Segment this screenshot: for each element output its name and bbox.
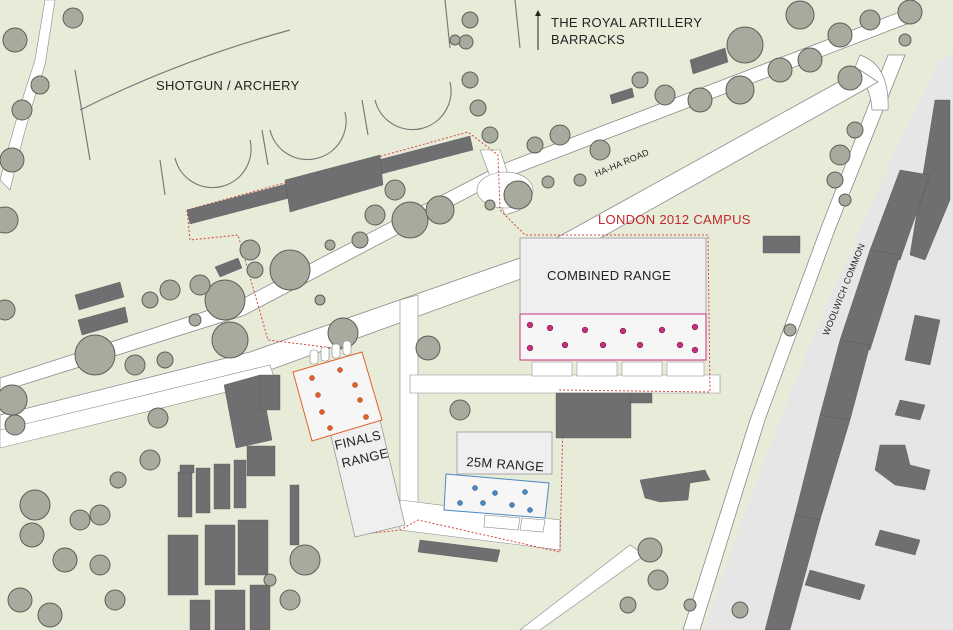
campus-boundary <box>186 131 711 553</box>
buildings <box>74 47 951 630</box>
up-arrow-icon <box>535 10 541 50</box>
combined-range-targets <box>526 321 699 354</box>
shotgun-archery-label: SHOTGUN / ARCHERY <box>156 78 300 93</box>
woolwich-common-road <box>682 54 906 630</box>
barracks-label-line1: THE ROYAL ARTILLERY <box>551 15 703 30</box>
barracks-label-line2: BARRACKS <box>551 32 625 47</box>
road-bottom <box>519 544 646 630</box>
combined-range-label: COMBINED RANGE <box>547 268 672 283</box>
range-25m-targets <box>457 485 533 513</box>
archery-arcs <box>74 0 521 196</box>
london-campus-label: LONDON 2012 CAMPUS <box>598 212 751 227</box>
finals-range <box>292 340 406 538</box>
south-road <box>399 294 419 521</box>
combined-range <box>519 237 707 377</box>
range-25m <box>443 431 553 533</box>
finals-range-targets <box>309 367 369 431</box>
